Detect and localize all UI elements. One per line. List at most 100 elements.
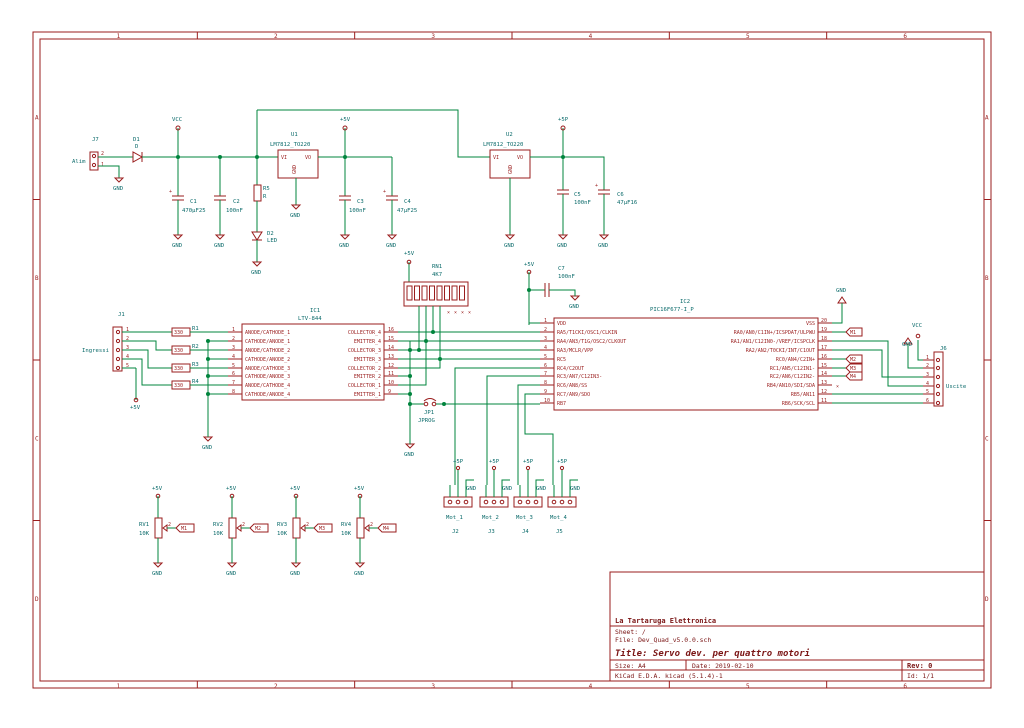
gnd-label: GND	[504, 243, 515, 249]
frame-col-top: 1	[117, 33, 121, 40]
motor-connector-name: Mot_4	[550, 515, 567, 521]
vcc-label-1: VCC	[172, 117, 182, 123]
frame-col-top: 2	[274, 33, 278, 40]
p5v-label-pot: +5V	[226, 486, 237, 492]
gnd-label: GND	[386, 243, 397, 249]
j1-pin-number: 2	[126, 336, 129, 342]
j1-pin-number: 1	[126, 327, 129, 333]
ic1-ref: IC1	[310, 308, 320, 314]
motor-flag-text: M2	[255, 526, 261, 532]
ic2-pin-number: 14	[821, 371, 827, 377]
ic1-pin-name: COLLECTOR_2	[348, 366, 381, 372]
gnd-symbol	[251, 261, 263, 267]
c7-value: 100nF	[558, 274, 575, 280]
regulator-u1	[277, 149, 319, 179]
p5v-label-pot: +5V	[290, 486, 301, 492]
ic1-pin-name: COLLECTOR_4	[348, 330, 381, 336]
ic2-pin-name: RC1/AN5/C12IN1-	[770, 366, 815, 372]
frame-row-left: A	[35, 114, 39, 121]
ic2-pin-name: RA5/T1CKI/OSC1/CLKIN	[557, 330, 617, 336]
c3-value: 100nF	[349, 208, 366, 214]
svg-text:VO: VO	[305, 155, 311, 161]
resistor-value: 330	[174, 383, 183, 389]
rn1-element	[429, 285, 435, 301]
motor-flag-text: M3	[850, 366, 856, 372]
frame-col-bottom: 3	[431, 683, 435, 690]
d1-ref: D1	[133, 137, 140, 143]
potentiometer-body	[154, 517, 163, 539]
gnd-symbol	[569, 295, 581, 301]
svg-text:+: +	[383, 189, 386, 195]
pot-ref: RV2	[213, 522, 223, 528]
ic2-pin-name: RA3/MCLR/VPP	[557, 348, 593, 354]
gnd-symbol	[598, 234, 610, 240]
u1-value: LM7812_TO220	[270, 142, 310, 148]
gnd-label: GND	[404, 452, 415, 458]
ic1-pin-name: ANODE/CATHODE_4	[245, 383, 290, 389]
frame-col-bottom: 6	[903, 683, 907, 690]
resistor-ref: R4	[192, 379, 199, 385]
j6-pin-number: 1	[926, 355, 929, 361]
pot-pin-number: 2	[370, 522, 373, 528]
gnd-label: GND	[557, 243, 568, 249]
ic1-pin-name: EMITTER_4	[354, 339, 381, 345]
p5p-label-motor: +5P	[523, 459, 534, 465]
c2-ref: C2	[233, 199, 240, 205]
potentiometers: +5V2RV110KM1+5V2RV210KM2+5V2RV310KM3+5V2…	[139, 486, 397, 563]
rn1-ref: RN1	[432, 264, 442, 270]
pot-pin-number: 2	[242, 522, 245, 528]
motor-connector-name: Mot_3	[516, 515, 533, 521]
mcu-output-wires	[832, 303, 923, 404]
potentiometer-body	[228, 517, 237, 539]
ic1-pin-name: CATHODE/ANODE_1	[245, 339, 290, 345]
gnd-label: GND	[152, 571, 163, 577]
ic1-pin-name: COLLECTOR_1	[348, 383, 381, 389]
resistor-r5	[253, 184, 262, 202]
motor-flag-text: M2	[850, 357, 856, 363]
j6-pin-number: 2	[926, 363, 929, 369]
gnd-label: GND	[113, 186, 124, 192]
ic1-pin-name: ANODE/CATHODE_2	[245, 348, 290, 354]
frame-col-top: 3	[431, 33, 435, 40]
svg-text:+: +	[595, 183, 598, 189]
frame-col-bottom: 1	[117, 683, 121, 690]
pot-ref: RV3	[277, 522, 287, 528]
ic2-pin-name: RA0/AN0/C1IN+/ICSPDAT/ULPWU	[734, 330, 815, 336]
pot-ref: RV4	[341, 522, 352, 528]
rn1-element	[421, 285, 428, 301]
frame-col-bottom: 5	[746, 683, 750, 690]
sheet-label: Sheet: /	[615, 628, 646, 636]
no-connect-mark: ×	[447, 310, 450, 316]
ic2-pin-number: 12	[821, 389, 827, 395]
r5-ref: R5	[263, 186, 270, 192]
svg-text:GND: GND	[508, 165, 514, 174]
j6-pin-number: 5	[926, 389, 929, 395]
rn1-element	[459, 285, 465, 301]
frame-col-bottom: 2	[274, 683, 278, 690]
motor-connector-ref: J5	[556, 529, 563, 535]
company-name: La Tartaruga Elettronica	[615, 617, 716, 625]
motor-connector-name: Mot_1	[446, 515, 463, 521]
title-label: Title: Servo dev. per quattro motori	[615, 648, 810, 659]
gnd-label: GND	[354, 571, 365, 577]
title-block: La Tartaruga Elettronica Sheet: / File: …	[609, 571, 985, 682]
ic2-pin-number: 8	[544, 380, 547, 386]
motor-flag-label	[175, 523, 195, 533]
ic1-pin-number: 9	[388, 389, 391, 395]
ic1-pin-name: EMITTER_3	[354, 357, 381, 363]
kicad-version: KiCad E.D.A. kicad (5.1.4)-1	[615, 672, 723, 680]
rev-label: Rev: 0	[907, 662, 932, 670]
ic2-pin-name: RA2/AN2/T0CKI/INT/C1OUT	[746, 348, 815, 354]
pot-value: 10K	[277, 531, 288, 537]
j6-name: Uscite	[946, 384, 967, 390]
c6-ref: C6	[617, 192, 624, 198]
ic1-pin-number: 8	[232, 389, 235, 395]
gnd-label: GND	[836, 288, 847, 294]
pot-value: 10K	[341, 531, 352, 537]
ic2-pin-number: 13	[821, 380, 827, 386]
motor-flag-text: M3	[319, 526, 325, 532]
